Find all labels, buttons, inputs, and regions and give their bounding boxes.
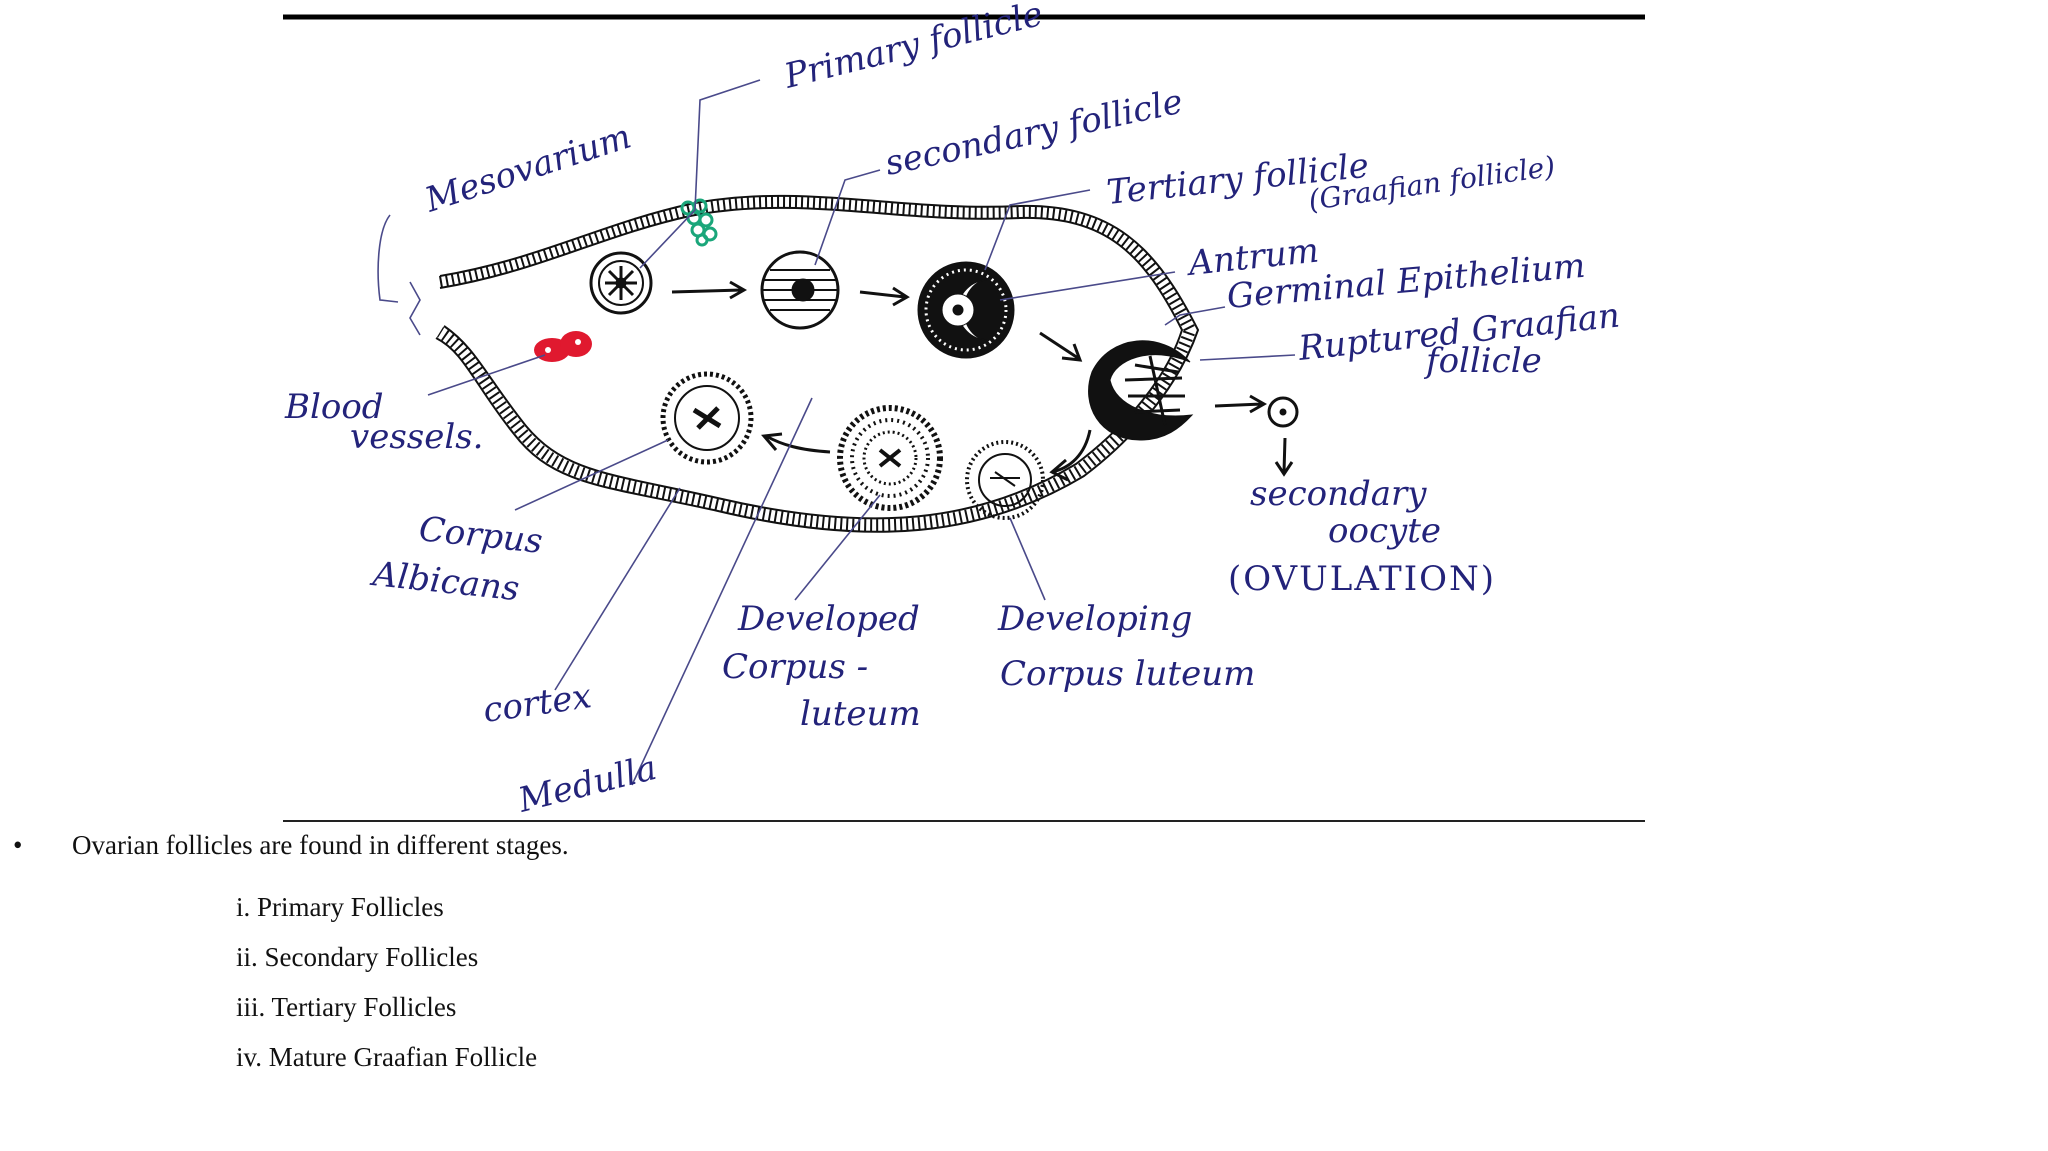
primary-follicle	[589, 251, 653, 315]
label-corpus-albicans-1: Corpus	[417, 509, 544, 562]
label-vessels: vessels.	[350, 417, 483, 457]
label-developed-2: Corpus -	[722, 647, 868, 687]
stage-item: iv. Mature Graafian Follicle	[236, 1042, 538, 1072]
label-developing-2: Corpus luteum	[1000, 654, 1255, 694]
label-developed-1: Developed	[737, 599, 920, 639]
arrow-down-oocyte	[1274, 437, 1294, 477]
bullet-dot-icon: •	[13, 830, 23, 860]
arrow-to-developing	[1049, 429, 1092, 482]
label-secondary-oocyte-1: secondary	[1250, 474, 1427, 514]
label-blood: Blood	[284, 387, 384, 427]
stage-item: ii. Secondary Follicles	[236, 942, 479, 972]
secondary-follicle	[760, 250, 840, 330]
label-secondary-oocyte-2: oocyte	[1328, 511, 1441, 551]
cycle-arrows	[671, 280, 1294, 482]
label-cortex: cortex	[481, 676, 594, 731]
arrow-to-albicans	[761, 432, 831, 454]
label-medulla: Medulla	[514, 748, 661, 821]
developing-corpus-luteum	[965, 440, 1045, 520]
bullet-text: Ovarian follicles are found in different…	[72, 830, 569, 860]
diagram-labels: Primary follicle secondary follicle Meso…	[284, 0, 1622, 821]
label-mesovarium: Mesovarium	[419, 117, 635, 221]
arrow-ovulation	[1214, 394, 1268, 414]
label-developed-3: luteum	[800, 694, 921, 734]
label-corpus-albicans-2: Albicans	[368, 554, 521, 609]
arrow-primary-to-secondary	[671, 280, 748, 300]
corpus-albicans	[660, 371, 754, 465]
label-developing-1: Developing	[997, 599, 1192, 639]
label-ovulation: (OVULATION)	[1228, 559, 1496, 599]
ovary-outline	[435, 194, 1200, 533]
blood-vessels	[534, 331, 592, 362]
tertiary-follicle	[917, 261, 1015, 359]
stage-item: i. Primary Follicles	[236, 892, 444, 922]
ovary-diagram: Primary follicle secondary follicle Meso…	[283, 0, 1645, 822]
label-ruptured-follicle: follicle	[1423, 341, 1542, 381]
stage-item: iii. Tertiary Follicles	[236, 992, 457, 1022]
ruptured-graafian-follicle	[1088, 340, 1194, 441]
secondary-oocyte	[1267, 396, 1299, 428]
leader-lines	[427, 79, 1296, 786]
arrow-secondary-to-tertiary	[859, 286, 910, 307]
stage-list: i. Primary Follicles ii. Secondary Folli…	[236, 892, 537, 1092]
arrow-tertiary-to-graafian	[1039, 331, 1083, 362]
developed-corpus-luteum	[837, 405, 943, 511]
mesovarium-bracket	[377, 214, 421, 336]
